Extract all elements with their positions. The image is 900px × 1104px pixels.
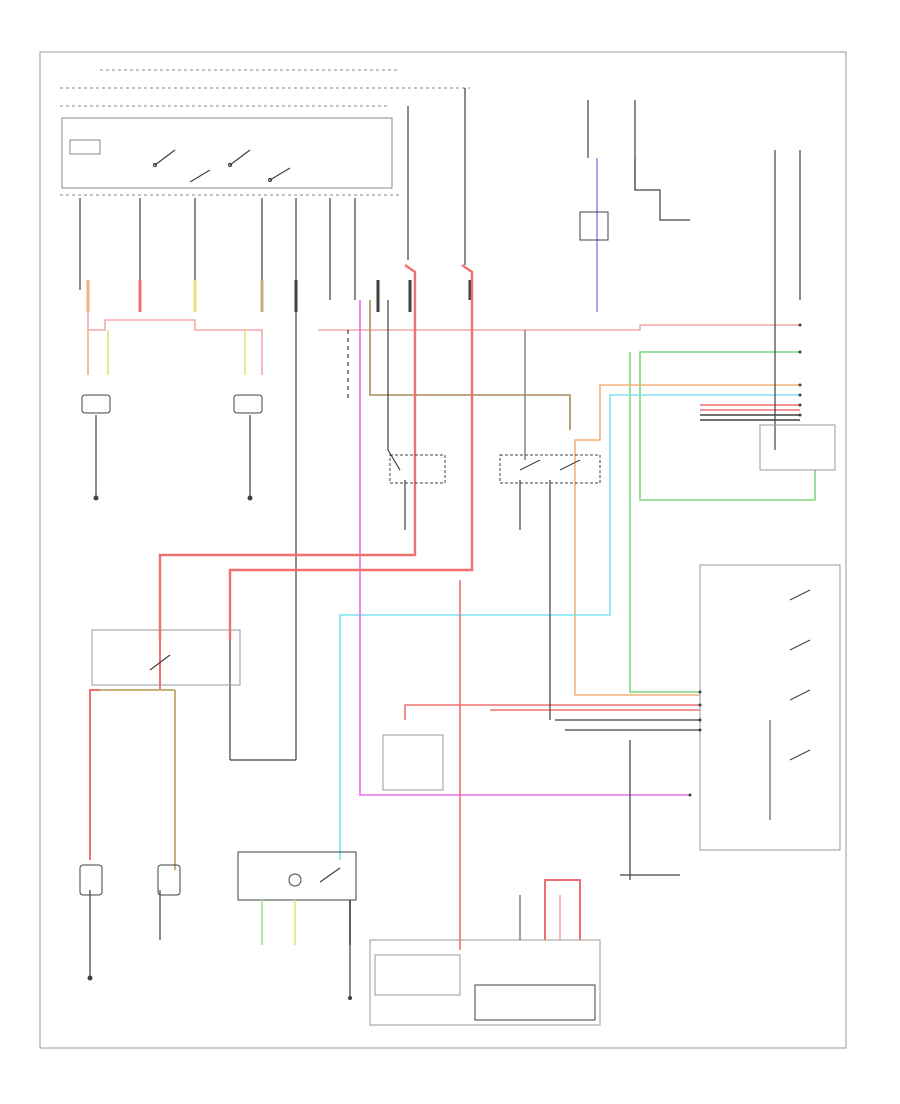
lower-label-box <box>382 734 444 791</box>
switch-boxes <box>389 211 609 484</box>
right-connector-dots <box>688 323 802 797</box>
lamp-sockets <box>79 394 263 981</box>
relay-switches <box>152 149 291 183</box>
fuse-segments <box>86 280 472 312</box>
bottom-center-module <box>369 879 601 1026</box>
fuse-relay-box <box>60 117 400 196</box>
right-module-box <box>699 424 841 851</box>
fuse-feeds <box>79 198 356 760</box>
left-relay-box <box>91 629 241 686</box>
colored-wires <box>87 158 816 950</box>
bottom-switch-box <box>237 851 357 901</box>
bottom-switch-leads <box>261 900 351 945</box>
ground-wires <box>89 88 801 1000</box>
ground-symbols <box>94 496 352 1000</box>
diagram-border <box>39 51 847 1049</box>
top-bus-lines <box>60 69 470 107</box>
